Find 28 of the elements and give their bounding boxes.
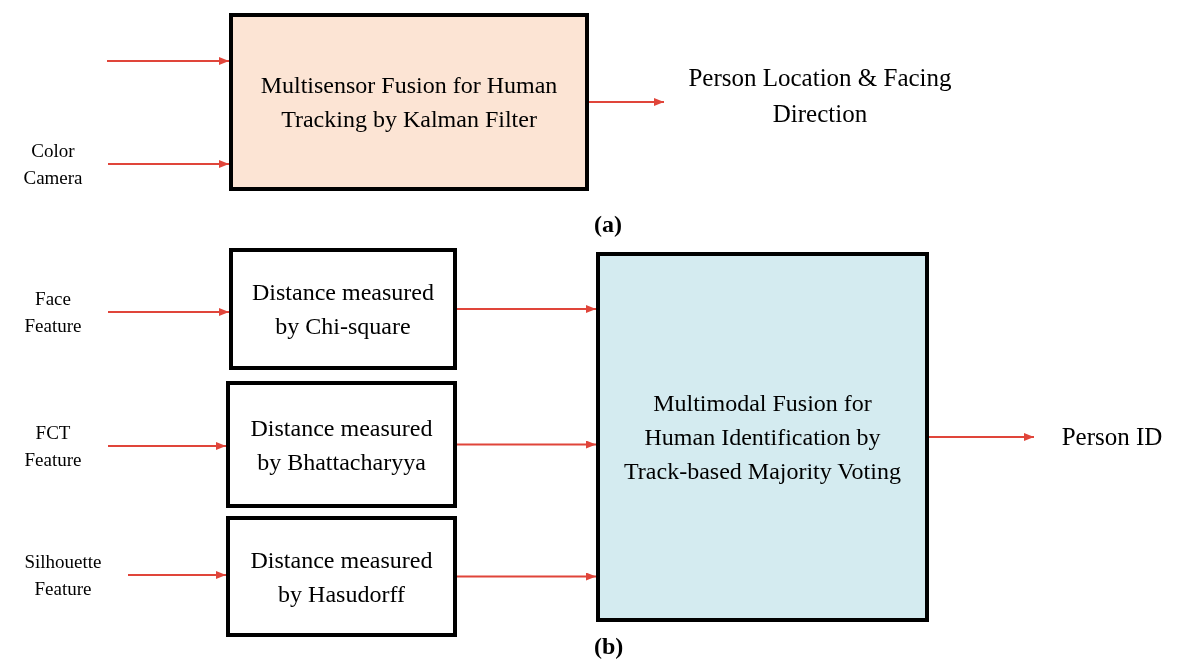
process-box <box>229 248 457 370</box>
node-text: FCT Feature <box>23 421 83 472</box>
node-text: Person Location & Facing Direction <box>687 63 953 129</box>
node-text: Color Camera <box>22 139 84 190</box>
arrow <box>107 442 227 450</box>
process-box <box>226 516 457 637</box>
arrow <box>107 160 230 168</box>
panel-label: (a) <box>594 210 622 239</box>
arrow <box>928 433 1035 441</box>
node-text: Silhouette Feature <box>23 550 103 601</box>
arrow <box>106 57 230 65</box>
node-text: Face Feature <box>23 287 83 338</box>
panel-label: (b) <box>594 632 624 661</box>
box-text: Multisensor Fusion for Human Tracking by Kalman Filter <box>259 71 559 134</box>
arrow <box>127 571 227 579</box>
box-text: Distance measured by Chi-square <box>251 278 435 341</box>
arrow <box>456 305 597 313</box>
process-box <box>596 252 929 622</box>
box-text: Distance measured by Bhattacharyya <box>249 413 434 477</box>
process-box <box>229 13 589 191</box>
process-box <box>226 381 457 508</box>
box-text: Multimodal Fusion for Human Identification by Track-based Majority Voting <box>623 389 902 486</box>
node-text: Person ID <box>1061 422 1163 452</box>
arrow <box>456 572 597 581</box>
arrow <box>588 98 665 106</box>
arrow <box>107 308 230 316</box>
arrow <box>456 440 597 449</box>
box-text: Distance measured by Hasudorff <box>249 545 434 609</box>
